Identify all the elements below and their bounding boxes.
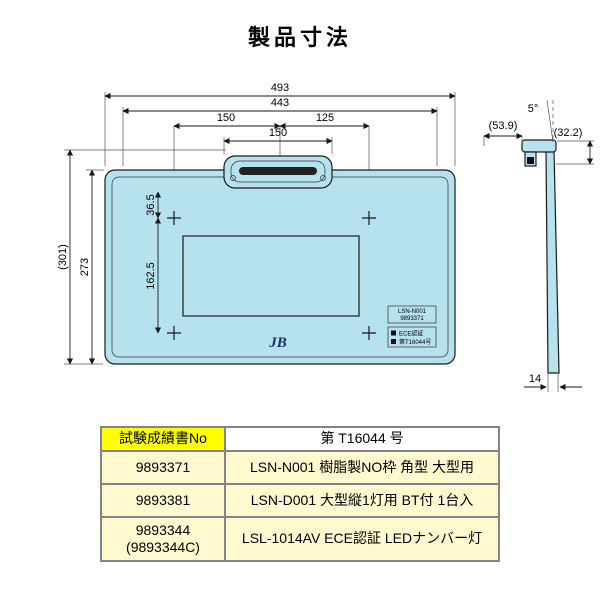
dim-150-handle: 150 [269, 127, 287, 139]
cert-header-value: 第 T16044 号 [224, 426, 500, 452]
lamp-bracket-inner [230, 160, 326, 183]
table-row: 9893344 (9893344C) LSL-1014AV ECE認証 LEDナ… [100, 516, 500, 562]
dim-125-right: 125 [316, 112, 334, 124]
plate-profile [545, 149, 560, 374]
cert-tag [387, 326, 437, 348]
dim-depth: (53.9) [489, 120, 518, 132]
table-row: 9893371 LSN-N001 樹脂製NO枠 角型 大型用 [100, 450, 500, 485]
dim-thickness: 14 [529, 373, 541, 385]
mounting-hole-mark [167, 211, 181, 225]
dim-hole-span: 162.5 [145, 262, 157, 290]
page-title: 製品寸法 [247, 25, 352, 50]
lamp-slot [239, 167, 317, 175]
angle-slant-line [546, 99, 554, 143]
part-number: 9893381 [100, 483, 226, 518]
lamp-lens-profile [527, 157, 534, 164]
mounting-hole-mark [167, 326, 181, 340]
table-row: 9893381 LSN-D001 大型縦1灯用 BT付 1台入 [100, 483, 500, 518]
lamp-bracket-profile [521, 139, 557, 153]
dim-hole-top: 36.5 [145, 194, 157, 215]
part-number: 9893344 (9893344C) [100, 516, 226, 562]
dim-150-left: 150 [217, 112, 235, 124]
dim-width-overall: 493 [271, 82, 289, 94]
mounting-hole-mark [362, 211, 376, 225]
lamp-screw-left [230, 175, 236, 181]
dim-angle: 5° [528, 103, 539, 115]
cert-tag-line1: ECE認証 [399, 330, 423, 338]
cert-tag-line2: 第T16044号 [399, 338, 431, 346]
brand-logo: JB [268, 335, 287, 351]
cert-header-label: 試験成績書No [100, 426, 226, 452]
dim-width-inner: 443 [271, 97, 289, 109]
lamp-screw-right [320, 175, 326, 181]
plate-window [182, 235, 360, 317]
mounting-hole-mark [362, 326, 376, 340]
dim-height-frame: 273 [79, 258, 91, 276]
side-ext-lines [483, 136, 594, 392]
part-description: LSL-1014AV ECE認証 LEDナンバー灯 [224, 516, 500, 562]
technical-drawing: LSN-N001 9893371 ECE認証 第T16044号 JB 493 4… [57, 82, 594, 392]
front-view: LSN-N001 9893371 ECE認証 第T16044号 JB 493 4… [57, 82, 456, 365]
table-header-row: 試験成績書No 第 T16044 号 [100, 426, 500, 452]
side-view: (53.9) 5° (32.2) 14 [483, 99, 594, 392]
spec-table: 試験成績書No 第 T16044 号 9893371 LSN-N001 樹脂製N… [100, 426, 500, 562]
model-tag [387, 305, 437, 324]
dim-top-height: (32.2) [554, 127, 583, 139]
part-description: LSN-N001 樹脂製NO枠 角型 大型用 [224, 450, 500, 485]
model-tag-number: 9893371 [400, 316, 424, 322]
cert-tag-mark [391, 330, 396, 336]
model-tag-name: LSN-N001 [398, 309, 427, 315]
cert-tag-mark [391, 339, 396, 344]
part-number: 9893371 [100, 450, 226, 485]
part-description: LSN-D001 大型縦1灯用 BT付 1台入 [224, 483, 500, 518]
dim-height-overall: (301) [57, 244, 69, 270]
